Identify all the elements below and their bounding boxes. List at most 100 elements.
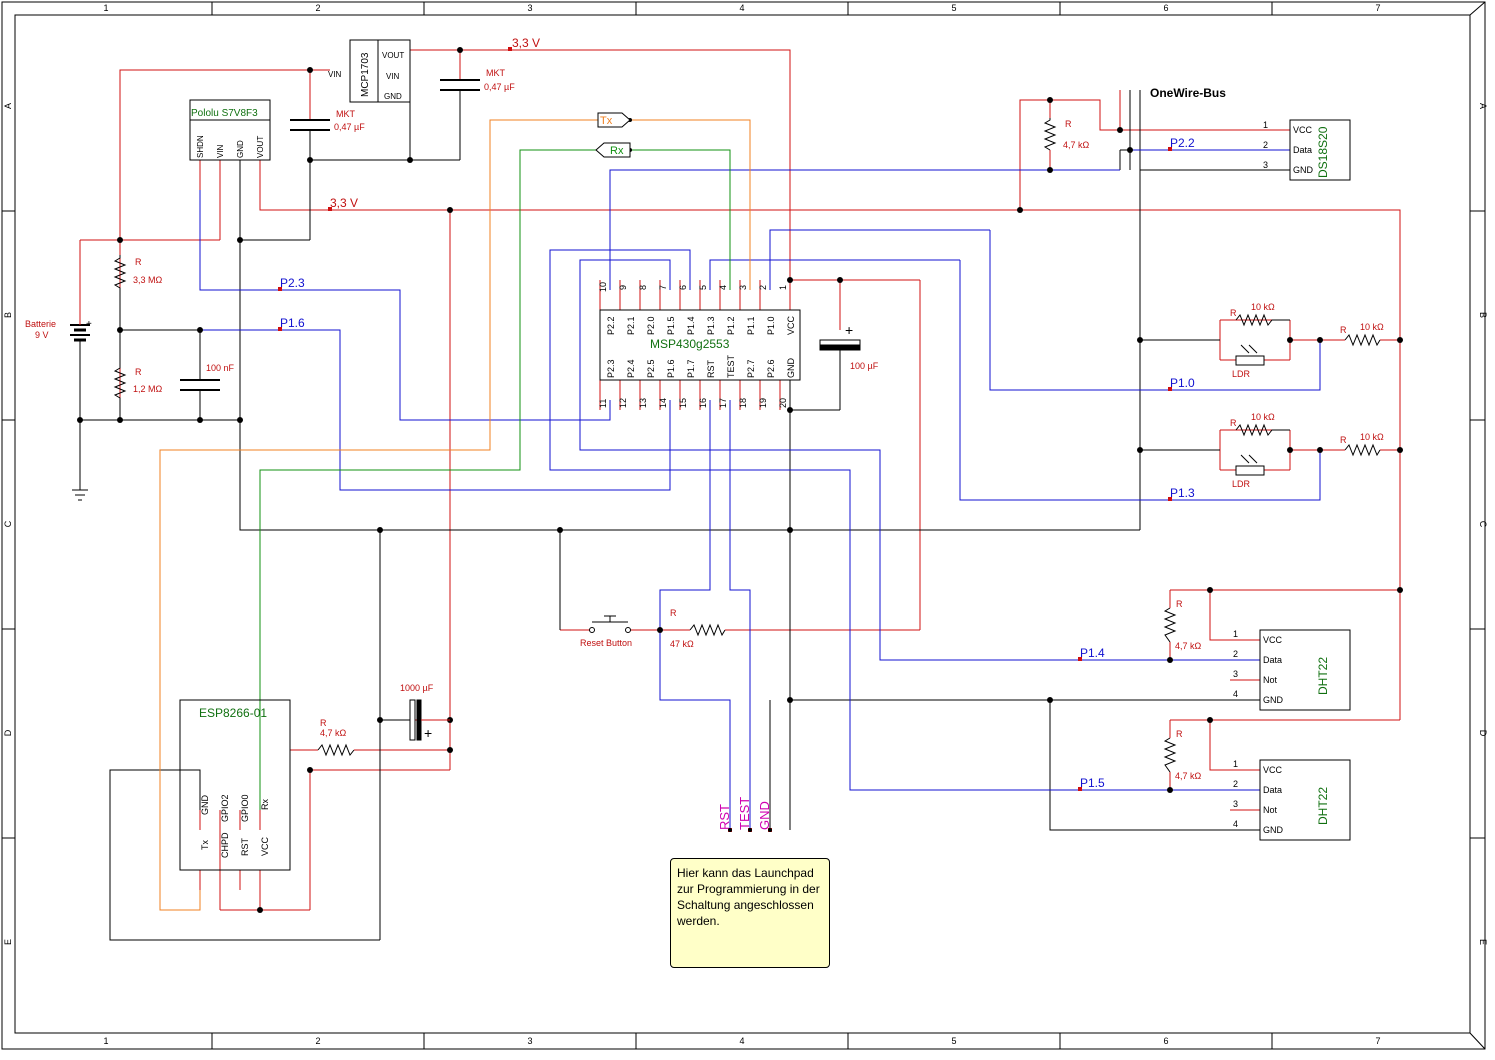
msp430-bottom-pin-labels: P2.3 P2.4 P2.5 P1.6 P1.7 RST TEST P2.7 P… <box>606 354 796 378</box>
mkt-capacitor-1: MKT 0,47 µF <box>290 109 365 132</box>
capacitor-1000uf: + 1000 µF <box>400 683 450 741</box>
r-divider-top-name: R <box>135 257 142 267</box>
dht2-pin-number: 4 <box>1233 819 1238 829</box>
dht1-name: DHT22 <box>1316 657 1330 695</box>
svg-text:17: 17 <box>718 398 728 408</box>
net-label-p1-4: P1.4 <box>1080 646 1105 660</box>
net-label-p1-6: P1.6 <box>280 316 305 330</box>
svg-text:8: 8 <box>638 285 648 290</box>
svg-text:P2.0: P2.0 <box>646 316 656 335</box>
resistor-ldr2-series <box>1344 443 1381 457</box>
col-label-top: 2 <box>315 3 320 13</box>
r-esp-value: 4,7 kΩ <box>320 728 347 738</box>
col-label-top: 5 <box>951 3 956 13</box>
resistor-ldr2-parallel <box>1235 423 1290 437</box>
svg-text:P1.4: P1.4 <box>686 316 696 335</box>
r-divider-bottom-value: 1,2 MΩ <box>133 384 163 394</box>
svg-text:10: 10 <box>598 282 608 292</box>
dht1-pin-label: Not <box>1263 675 1278 685</box>
dht1-pin-number: 2 <box>1233 649 1238 659</box>
c1000u-plus-sign: + <box>424 725 432 741</box>
battery: + Batterie 9 V <box>25 315 92 345</box>
svg-text:TEST: TEST <box>726 354 736 378</box>
svg-text:19: 19 <box>758 398 768 408</box>
esp8266-pin-vcc: VCC <box>260 836 270 856</box>
launchpad-rst-label: RST <box>717 804 732 830</box>
esp8266-pin-chpd: CHPD <box>220 832 230 858</box>
dht2-name: DHT22 <box>1316 787 1330 825</box>
r-ldr2-top-value: 10 kΩ <box>1251 412 1275 422</box>
svg-text:P2.4: P2.4 <box>626 359 636 378</box>
svg-text:P2.1: P2.1 <box>626 316 636 335</box>
esp8266-pin-gpio2: GPIO2 <box>220 794 230 822</box>
svg-text:11: 11 <box>598 399 608 408</box>
mcp1703-regulator: MCP1703 VOUT VIN GND VIN <box>328 39 411 103</box>
msp430-name: MSP430g2553 <box>650 337 730 351</box>
ldr2-label: LDR <box>1232 479 1251 489</box>
svg-text:RST: RST <box>706 359 716 378</box>
col-label-bottom: 1 <box>103 1036 108 1046</box>
resistors <box>113 118 1381 773</box>
svg-text:P1.2: P1.2 <box>726 316 736 335</box>
svg-text:2: 2 <box>758 285 768 290</box>
ds18s20-name: DS18S20 <box>1316 126 1330 178</box>
reset-button-label: Reset Button <box>580 638 632 648</box>
mcp1703-pin-vout: VOUT <box>382 51 404 60</box>
battery-plus-sign: + <box>86 319 92 330</box>
r-reset-name: R <box>670 608 677 618</box>
mkt1-value: 0,47 µF <box>334 122 365 132</box>
svg-text:12: 12 <box>618 398 628 408</box>
svg-text:18: 18 <box>738 398 748 408</box>
col-label-bottom: 3 <box>527 1036 532 1046</box>
ground-wires <box>72 90 1290 941</box>
r-onewire-value: 4,7 kΩ <box>1063 140 1090 150</box>
r-esp-name: R <box>320 718 327 728</box>
c1000u-value: 1000 µF <box>400 683 434 693</box>
net-label-p1-3: P1.3 <box>1170 486 1195 500</box>
battery-value: 9 V <box>35 330 49 340</box>
svg-text:P2.3: P2.3 <box>606 359 616 378</box>
svg-text:6: 6 <box>678 285 688 290</box>
dht2-pin-label: Not <box>1263 805 1278 815</box>
mcp1703-name: MCP1703 <box>360 52 371 97</box>
col-label-top: 4 <box>739 3 744 13</box>
ldr-2: LDR <box>1232 454 1265 489</box>
svg-text:9: 9 <box>618 285 628 290</box>
pololu-regulator: Pololu S7V8F3 SHDN VIN GND VOUT <box>189 99 271 161</box>
col-label-bottom: 4 <box>739 1036 744 1046</box>
svg-text:4: 4 <box>718 285 728 290</box>
esp8266-pin-rst: RST <box>240 837 250 856</box>
signal-wires <box>199 149 1321 830</box>
svg-text:P2.6: P2.6 <box>766 359 776 378</box>
dht22-sensor-2: DHT22 VCC Data Not GND 1 2 3 4 <box>1233 759 1351 841</box>
svg-text:14: 14 <box>658 398 668 408</box>
r-divider-bottom-name: R <box>135 367 142 377</box>
dht1-pin-number: 4 <box>1233 689 1238 699</box>
dht1-pin-label: GND <box>1263 695 1284 705</box>
ds18s20-pin-number: 3 <box>1263 160 1268 170</box>
col-label-bottom: 5 <box>951 1036 956 1046</box>
svg-text:VCC: VCC <box>786 315 796 335</box>
r-ldr2-side-name: R <box>1340 435 1347 445</box>
launchpad-note: Hier kann das Launchpad zur Programmieru… <box>670 858 830 968</box>
row-label-left: A <box>3 103 13 109</box>
mcp1703-pin-gnd: GND <box>384 92 402 101</box>
r-ldr1-side-name: R <box>1340 325 1347 335</box>
svg-text:13: 13 <box>638 398 648 408</box>
r-ldr1-top-value: 10 kΩ <box>1251 302 1275 312</box>
svg-text:16: 16 <box>698 398 708 408</box>
resistor-divider-top <box>113 255 127 300</box>
resistor-dht2-pullup <box>1163 737 1177 773</box>
pololu-pin-vin: VIN <box>216 144 225 158</box>
resistor-divider-bottom <box>113 360 127 420</box>
pololu-pin-gnd: GND <box>236 140 245 158</box>
net-labels: P2.3 P1.6 P2.2 P1.0 P1.3 P1.4 P1.5 <box>280 136 1195 790</box>
svg-text:P1.6: P1.6 <box>666 359 676 378</box>
tx-flag: Tx <box>597 112 631 128</box>
mkt2-type: MKT <box>486 68 506 78</box>
c100n-value: 100 nF <box>206 363 235 373</box>
dht22-sensor-1: DHT22 VCC Data Not GND 1 2 3 4 <box>1233 629 1351 711</box>
svg-text:7: 7 <box>658 285 668 290</box>
rx-flag: Rx <box>595 142 631 158</box>
dht2-pin-label: VCC <box>1263 765 1283 775</box>
